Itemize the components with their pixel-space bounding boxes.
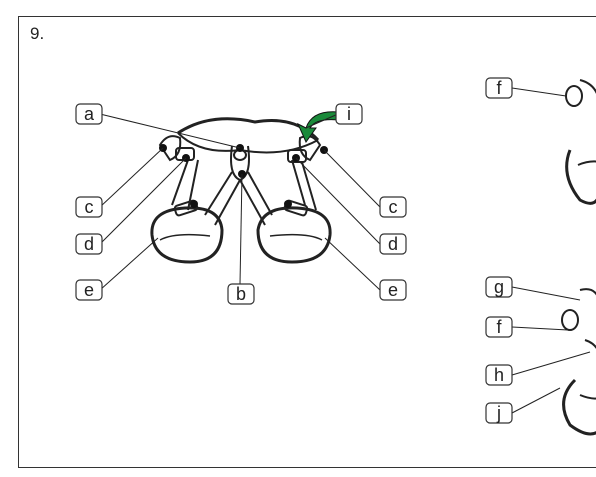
svg-text:h: h	[494, 365, 504, 385]
svg-text:f: f	[496, 317, 502, 337]
label-d-left: d	[75, 233, 103, 255]
svg-text:a: a	[84, 104, 95, 124]
instruction-panel	[18, 16, 596, 468]
detail-illustrations	[561, 79, 596, 436]
label-f-top: f	[485, 77, 513, 99]
label-e-right: e	[379, 279, 407, 301]
svg-text:c: c	[85, 197, 94, 217]
svg-text:e: e	[388, 280, 398, 300]
svg-text:j: j	[496, 403, 501, 423]
step-number: 9.	[30, 24, 45, 43]
label-e-left: e	[75, 279, 103, 301]
label-i: i	[335, 103, 363, 125]
label-f-bottom: f	[485, 316, 513, 338]
label-d-right: d	[379, 233, 407, 255]
leader-lines	[99, 87, 591, 414]
svg-text:f: f	[496, 78, 502, 98]
svg-text:d: d	[388, 234, 398, 254]
harness-illustration	[150, 117, 332, 264]
label-b: b	[227, 283, 255, 305]
label-g: g	[485, 276, 513, 298]
reference-dots	[159, 144, 328, 208]
svg-text:i: i	[347, 104, 351, 124]
label-a: a	[75, 103, 103, 125]
label-c-left: c	[75, 196, 103, 218]
label-h: h	[485, 364, 513, 386]
rotate-arrow-icon	[296, 111, 339, 144]
label-c-right: c	[379, 196, 407, 218]
label-j: j	[485, 402, 513, 424]
svg-text:b: b	[236, 284, 246, 304]
svg-text:e: e	[84, 280, 94, 300]
svg-text:d: d	[84, 234, 94, 254]
svg-text:c: c	[389, 197, 398, 217]
svg-text:g: g	[494, 277, 504, 297]
